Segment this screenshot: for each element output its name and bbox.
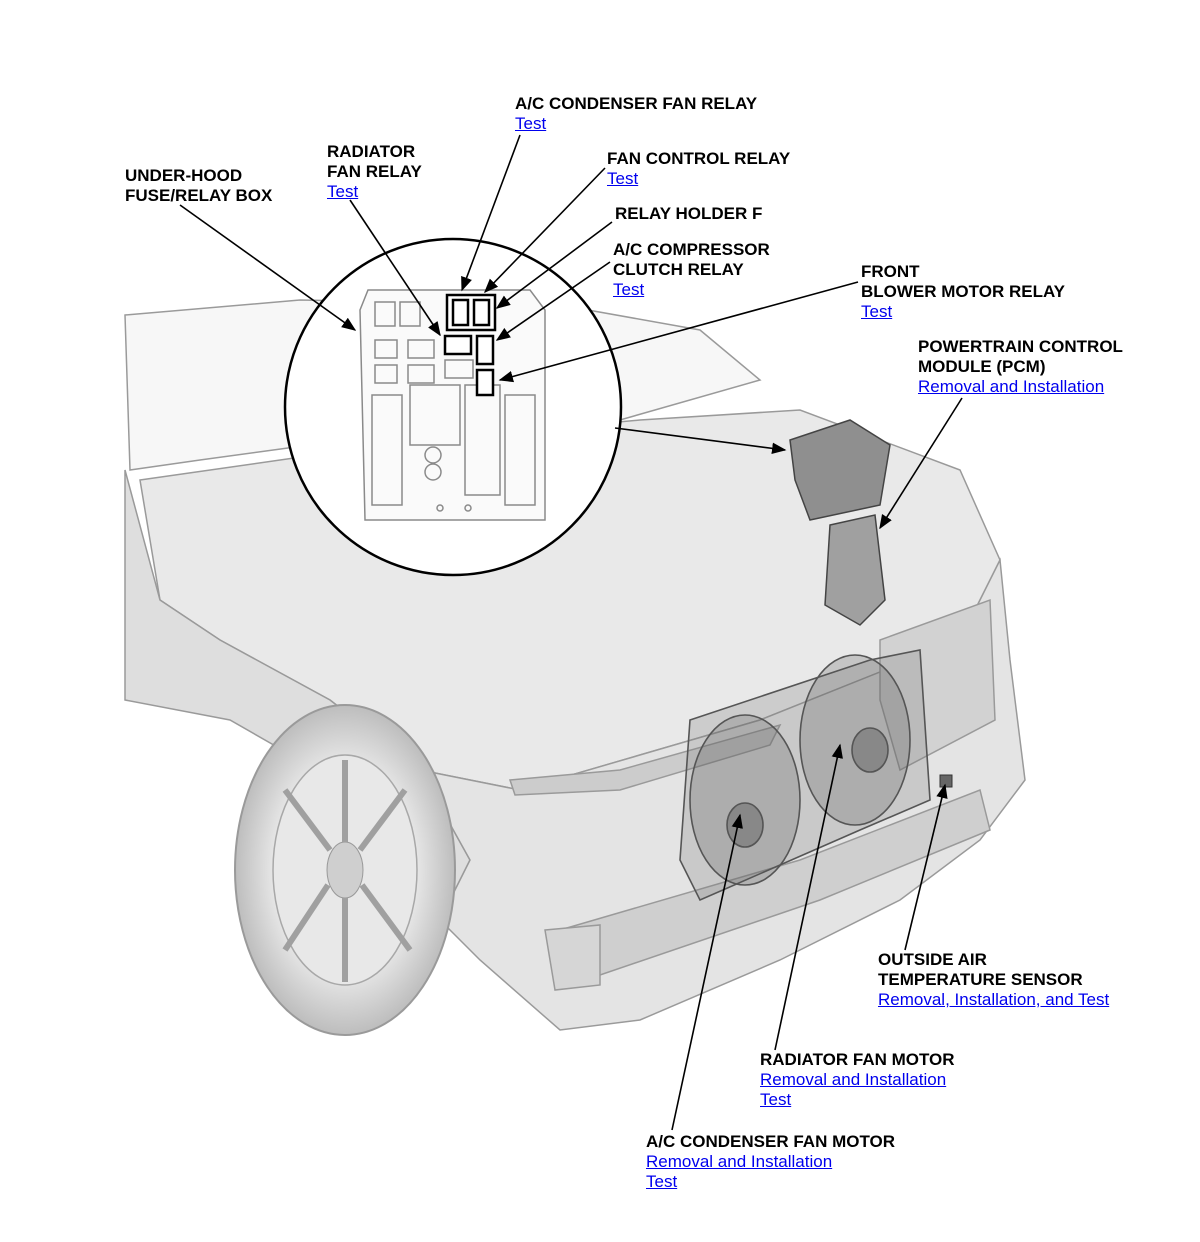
callout-title: FAN CONTROL RELAY: [607, 149, 791, 168]
callout-title-line1: OUTSIDE AIR: [878, 950, 987, 969]
leader-under-hood-fuse-box: [179, 204, 357, 331]
callout-ac-compressor-clutch-relay: A/C COMPRESSOR CLUTCH RELAY Test: [613, 240, 770, 300]
radiator-fan-hub: [851, 727, 889, 773]
callout-title-line2: CLUTCH RELAY: [613, 260, 744, 279]
fog-lamp: [544, 924, 601, 991]
fuse-slot: [407, 364, 435, 384]
callout-fan-control-relay: FAN CONTROL RELAY Test: [607, 149, 790, 189]
callout-radiator-fan-relay: RADIATOR FAN RELAY Test: [327, 142, 422, 202]
callout-outside-air-temperature-sensor: OUTSIDE AIR TEMPERATURE SENSOR Removal, …: [878, 950, 1109, 1010]
leader-lines: [179, 134, 963, 1131]
callout-title-line1: UNDER-HOOD: [125, 166, 243, 185]
fuse-box-inset: [283, 237, 623, 577]
callout-relay-holder-f: RELAY HOLDER F: [615, 204, 762, 224]
front-blower-motor-relay-box: [475, 368, 495, 397]
leader-pcm: [879, 397, 963, 530]
fuse-slot: [399, 301, 421, 327]
callout-title-line1: A/C COMPRESSOR: [613, 240, 770, 259]
leader-fan-control-relay: [483, 167, 606, 294]
leader-relay-holder-f: [495, 221, 613, 309]
test-link[interactable]: Test: [327, 182, 359, 201]
front-wheel: [234, 704, 456, 1036]
fuse-slot: [407, 339, 435, 359]
ac-compressor-clutch-relay-box: [475, 334, 495, 366]
fuse-round: [424, 446, 442, 464]
fuse-box-on-vehicle: [789, 419, 891, 521]
test-link[interactable]: Test: [760, 1090, 792, 1109]
removal-installation-link[interactable]: Removal and Installation: [760, 1070, 947, 1089]
radiator-fan-relay-box: [443, 334, 473, 356]
headlight: [508, 723, 782, 796]
callout-ac-condenser-fan-motor: A/C CONDENSER FAN MOTOR Removal and Inst…: [646, 1132, 895, 1192]
fuse-slot: [374, 364, 398, 384]
fan-control-relay-box: [472, 298, 491, 327]
mount-hole: [464, 504, 472, 512]
callout-powertrain-control-module: POWERTRAIN CONTROL MODULE (PCM) Removal …: [918, 337, 1123, 397]
test-link[interactable]: Test: [515, 114, 547, 133]
callout-title: A/C CONDENSER FAN MOTOR: [646, 1132, 896, 1151]
callout-under-hood-fuse-relay-box: UNDER-HOOD FUSE/RELAY BOX: [125, 166, 272, 206]
leader-ac-condenser-fan-motor: [671, 813, 743, 1131]
callout-front-blower-motor-relay: FRONT BLOWER MOTOR RELAY Test: [861, 262, 1065, 322]
callout-title-line2: MODULE (PCM): [918, 357, 1046, 376]
leader-radiator-fan-relay: [349, 199, 441, 337]
hub: [326, 841, 364, 899]
front-bumper: [418, 557, 1026, 1031]
fuse-strip: [464, 384, 501, 496]
fan-shroud-assembly: [679, 649, 931, 902]
callout-title: RADIATOR FAN MOTOR: [760, 1050, 955, 1069]
fuse-slot: [374, 339, 398, 359]
fuse-strip: [409, 384, 461, 446]
callout-title-line2: FUSE/RELAY BOX: [125, 186, 273, 205]
callout-radiator-fan-motor: RADIATOR FAN MOTOR Removal and Installat…: [760, 1050, 955, 1110]
leader-inset-to-vehicle: [614, 427, 787, 455]
fuse-slot: [444, 359, 474, 379]
ac-condenser-fan-relay-box: [451, 298, 470, 327]
removal-installation-link[interactable]: Removal and Installation: [918, 377, 1105, 396]
callout-title-line2: FAN RELAY: [327, 162, 422, 181]
callout-title: A/C CONDENSER FAN RELAY: [515, 94, 758, 113]
callout-title-line1: FRONT: [861, 262, 920, 281]
ac-condenser-fan: [689, 714, 801, 886]
removal-installation-test-link[interactable]: Removal, Installation, and Test: [878, 990, 1110, 1009]
test-link[interactable]: Test: [613, 280, 645, 299]
highlighted-relays: [443, 293, 497, 397]
test-link[interactable]: Test: [861, 302, 893, 321]
leader-ac-condenser-fan-relay: [461, 134, 521, 292]
inset-fuse-box: [359, 289, 546, 521]
callout-title-line1: RADIATOR: [327, 142, 416, 161]
mount-hole: [436, 504, 444, 512]
leader-front-blower-motor-relay: [498, 281, 859, 383]
fuse-strip: [371, 394, 403, 506]
test-link[interactable]: Test: [646, 1172, 678, 1191]
callout-ac-condenser-fan-relay: A/C CONDENSER FAN RELAY Test: [515, 94, 757, 134]
callout-title: RELAY HOLDER F: [615, 204, 763, 223]
fuse-round: [424, 463, 442, 481]
rim-spokes: [282, 760, 413, 982]
callout-title-line2: BLOWER MOTOR RELAY: [861, 282, 1066, 301]
outside-air-temp-sensor: [939, 774, 953, 788]
pcm-module: [824, 514, 886, 626]
fuse-strip: [504, 394, 536, 506]
fuse-slot: [374, 301, 396, 327]
leader-radiator-fan-motor: [774, 743, 843, 1051]
callout-title-line1: POWERTRAIN CONTROL: [918, 337, 1123, 356]
test-link[interactable]: Test: [607, 169, 639, 188]
leader-ac-compressor-clutch-relay: [495, 261, 611, 341]
removal-installation-link[interactable]: Removal and Installation: [646, 1152, 833, 1171]
leader-outside-air-temp-sensor: [904, 783, 948, 951]
ac-condenser-fan-hub: [726, 802, 764, 848]
callout-title-line2: TEMPERATURE SENSOR: [878, 970, 1083, 989]
